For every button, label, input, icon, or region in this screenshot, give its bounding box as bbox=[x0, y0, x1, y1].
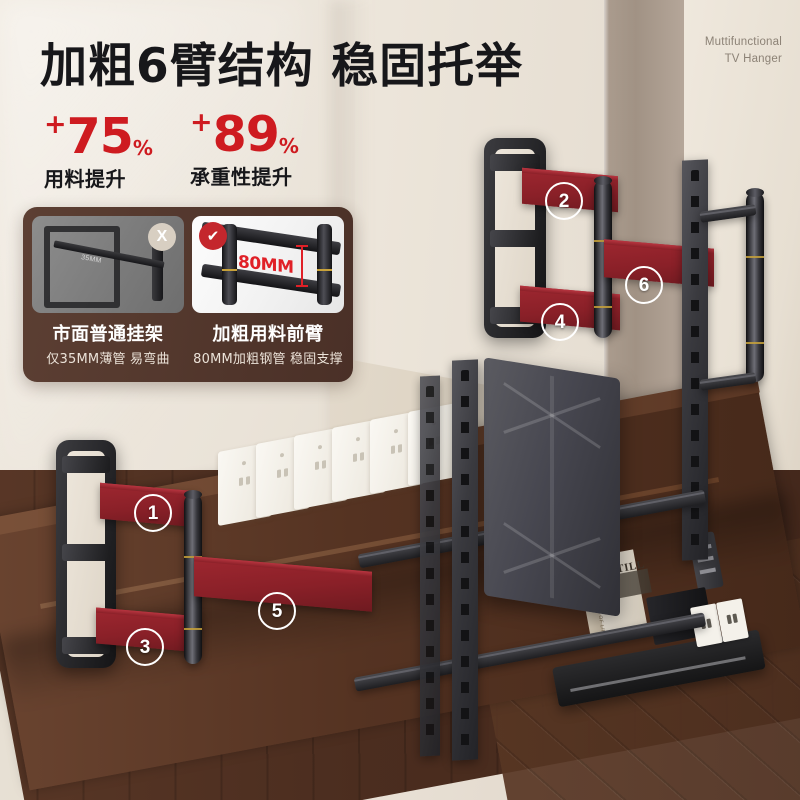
cross-mark-icon: X bbox=[148, 223, 176, 251]
arm-badge-1: 1 bbox=[134, 494, 172, 532]
comparison-panel: 35MM X 市面普通挂架 仅35MM薄管 易弯曲 80MM ✔ 加粗用料前臂 … bbox=[23, 207, 353, 382]
brand-tagline: Muttifunctional TV Hanger bbox=[662, 34, 782, 67]
check-mark-icon: ✔ bbox=[199, 222, 227, 250]
comparison-good-subtitle: 80MM加粗钢管 稳固支撑 bbox=[193, 352, 343, 367]
thick-post-right bbox=[316, 223, 332, 306]
comparison-good-title: 加粗用料前臂 bbox=[212, 324, 324, 345]
comparison-column-good: 80MM ✔ 加粗用料前臂 80MM加粗钢管 稳固支撑 bbox=[192, 216, 344, 373]
page-title: 加粗6臂结构 稳固托举 bbox=[40, 39, 524, 94]
comparison-bad-title: 市面普通挂架 bbox=[52, 324, 164, 345]
stat-percent-sign: % bbox=[278, 134, 299, 158]
hinge-pillar-right bbox=[746, 188, 764, 382]
arm-badge-3: 3 bbox=[126, 628, 164, 666]
stat-loadbearing: +89% 承重性提升 bbox=[190, 107, 299, 190]
arm-badge-4: 4 bbox=[541, 303, 579, 341]
brand-line-2: TV Hanger bbox=[724, 52, 782, 65]
stat-material-number: +75% bbox=[44, 109, 153, 161]
brand-line-1: Muttifunctional bbox=[704, 36, 782, 48]
stat-value: 89 bbox=[212, 106, 280, 163]
vertical-rail-center-far bbox=[420, 375, 440, 757]
arm-badge-5: 5 bbox=[258, 592, 296, 630]
measure-arrow-icon bbox=[296, 245, 309, 288]
stat-loadbearing-caption: 承重性提升 bbox=[190, 164, 293, 189]
comparison-bad-subtitle: 仅35MM薄管 易弯曲 bbox=[46, 352, 170, 367]
hinge-pillar-lower bbox=[184, 490, 202, 664]
vesa-mount-plate bbox=[484, 357, 620, 617]
stat-material: +75% 用料提升 bbox=[44, 109, 153, 192]
stat-loadbearing-number: +89% bbox=[190, 107, 299, 159]
stat-value: 75 bbox=[66, 108, 134, 165]
comparison-image-ordinary: 35MM X bbox=[32, 216, 184, 313]
stat-material-caption: 用料提升 bbox=[44, 166, 126, 191]
stat-percent-sign: % bbox=[132, 136, 153, 160]
comparison-image-thick: 80MM ✔ bbox=[192, 216, 344, 313]
arm-badge-2: 2 bbox=[545, 182, 583, 220]
stat-plus-sign: + bbox=[44, 109, 67, 140]
hinge-pillar-upper bbox=[594, 176, 612, 338]
arm-badge-6: 6 bbox=[625, 266, 663, 304]
ordinary-frame-shape bbox=[44, 225, 120, 308]
vertical-rail-center-left bbox=[452, 359, 478, 761]
stat-plus-sign: + bbox=[190, 107, 213, 138]
comparison-column-bad: 35MM X 市面普通挂架 仅35MM薄管 易弯曲 bbox=[32, 216, 184, 373]
thick-post-left bbox=[222, 223, 238, 306]
